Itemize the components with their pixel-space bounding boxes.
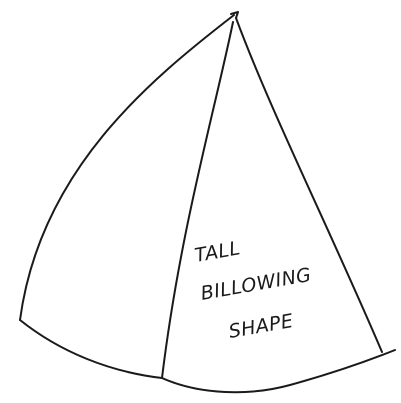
sail-bottom-left xyxy=(20,320,162,378)
sail-left-edge xyxy=(20,15,234,320)
sail-right-edge xyxy=(236,18,382,352)
label-line-3: SHAPE xyxy=(227,310,295,343)
label-line-1: TALL xyxy=(193,237,242,267)
sail-inner-seam xyxy=(162,22,233,378)
label-line-2: BILLOWING xyxy=(199,264,313,305)
sail-bottom-right xyxy=(162,350,395,392)
